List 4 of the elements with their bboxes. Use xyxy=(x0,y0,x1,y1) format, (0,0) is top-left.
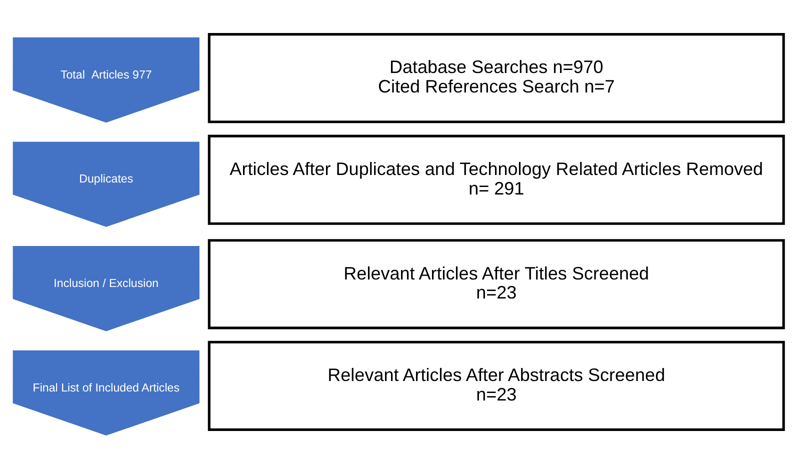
node-box: Relevant Articles After Abstracts Screened n=23 xyxy=(208,340,785,431)
node-box: Database Searches n=970 Cited References Search n=7 xyxy=(208,33,785,124)
node-box: Articles After Duplicates and Technology Related Articles Removed n= 291 xyxy=(208,134,785,225)
node-box: Relevant Articles After Titles Screened n=23 xyxy=(208,239,785,330)
